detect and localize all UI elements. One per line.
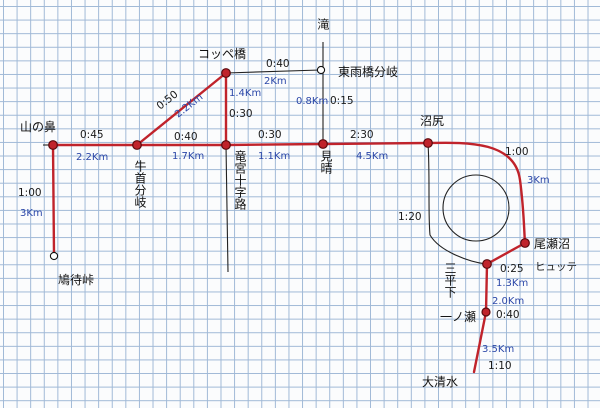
place-ushikubi: 牛首分岐 [133,159,147,208]
node-sanpei [482,259,492,269]
place-yamanohana: 山の鼻 [20,119,56,134]
node-yamanohana [48,140,58,150]
time-yamanohana-ushikubi: 0:45 [80,129,104,141]
time-koppe-higashi: 0:40 [266,58,290,70]
place-hatomachi: 鳩待峠 [58,272,94,287]
node-ushikubi [132,140,142,150]
place-numajiri: 沼尻 [420,114,444,128]
time-sanpei-ichinose: 0:40 [496,309,520,321]
time-numajiri-ozesawa: 1:00 [505,146,529,158]
node-hatomachi [49,251,59,261]
node-miharashi [318,139,328,149]
time-miharashi-numajiri: 2:30 [350,129,374,141]
place-ryugu: 竜宮十字路 [233,150,247,211]
place-ozesawa: 尾瀬沼 [534,237,570,251]
dist-koppe-higashi: 2Km [264,76,287,87]
path-ryugu-south [225,144,229,273]
dist-sanpei-ichinose: 2.0Km [492,296,524,307]
route-hatomachi [51,143,56,256]
dist-ryugu-miharashi: 1.1Km [258,151,290,162]
place-higashi: 東雨橋分岐 [338,65,398,79]
dist-miharashi-numajiri: 4.5Km [356,151,388,162]
path-koppe-higashi [225,69,321,74]
node-numajiri [423,138,433,148]
time-ichinose-ootsu: 1:10 [488,360,512,372]
dist-yamanohana-ushikubi: 2.2Km [76,152,108,163]
place-sanpei: 三平下 [443,262,457,298]
time-numajiri-sanpei: 1:20 [398,211,422,223]
node-higashi [316,65,326,75]
node-koppe [221,68,231,78]
dist-numajiri-ozesawa: 3Km [527,175,550,186]
node-ozesawa [520,238,530,248]
place-taki: 滝 [316,18,330,30]
lake-oze [442,174,510,242]
dist-yamanohana-hatomachi: 3Km [20,208,43,219]
place-miharashi: 見晴 [319,150,333,174]
path-numajiri-sanpei [427,142,487,265]
dist-ichinose-ootsu: 3.5Km [482,344,514,355]
node-ryugu [221,140,231,150]
time-ozesawa-sanpei: 0:25 [500,263,524,275]
time-miharashi-higashi: 0:15 [330,95,354,107]
time-ryugu-miharashi: 0:30 [258,129,282,141]
dist-ozesawa-sanpei: 1.3Km [496,278,528,289]
route-ozesawa-ootsu [472,241,527,374]
dist-ushikubi-ryugu: 1.7Km [172,151,204,162]
place-koppe: コッペ橋 [198,47,246,61]
place-hyutte: ヒュッテ [535,261,577,273]
dist-koppe-ryugu: 1.4Km [229,88,261,99]
time-yamanohana-hatomachi: 1:00 [18,187,42,199]
time-koppe-ryugu: 0:30 [229,108,253,120]
node-ichinose [481,307,491,317]
place-ichinose: 一ノ瀬 [440,310,476,324]
dist-miharashi-higashi: 0.8Km [296,96,328,107]
place-ootsu: 大清水 [422,375,458,389]
time-ushikubi-ryugu: 0:40 [174,131,198,143]
